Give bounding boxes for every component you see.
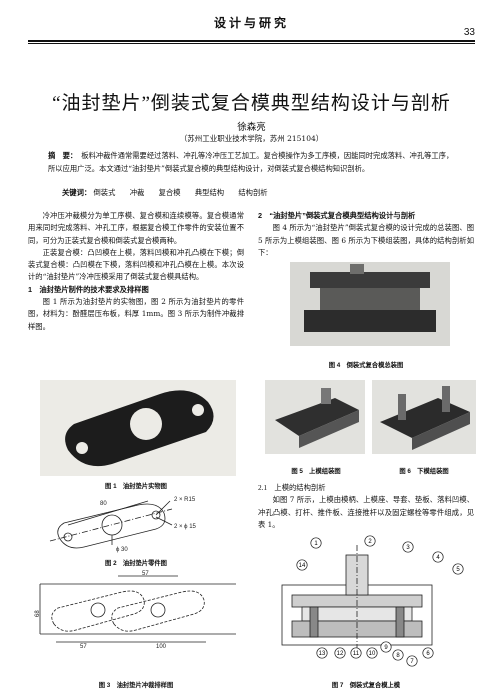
dimension-label: 2 × R15 bbox=[174, 497, 196, 503]
author-affiliation: （苏州工业职业技术学院，苏州 215104） bbox=[179, 134, 324, 143]
figure-6-lower-die bbox=[372, 380, 476, 454]
figure-2-part-drawing: 80 2 × R15 2 × ϕ 15 ϕ 30 bbox=[40, 495, 236, 555]
article-title: “油封垫片”倒装式复合模典型结构设计与剖析 bbox=[52, 93, 451, 114]
left-column: 冷冲压冲裁模分为单工序模、复合模和连续模等。复合模通常用来同时完成落料、冲孔工序… bbox=[28, 210, 244, 333]
section-heading: 1 油封垫片制件的技术要求及排样图 bbox=[28, 284, 149, 294]
callout-circle bbox=[452, 563, 464, 575]
callout-number: 7 bbox=[410, 659, 414, 665]
dimension-label: ϕ 30 bbox=[116, 547, 128, 553]
header-rule-thin bbox=[28, 43, 475, 44]
callout-circle bbox=[316, 647, 328, 659]
callout-circle bbox=[334, 647, 346, 659]
callout-number: 5 bbox=[456, 567, 460, 573]
callout-number: 11 bbox=[353, 651, 360, 657]
keyword: 典型结构 bbox=[194, 188, 225, 197]
callout-number: 1 bbox=[314, 541, 318, 547]
callout-number: 13 bbox=[319, 651, 326, 657]
section-heading: 2 “油封垫片”倒装式复合模典型结构设计与剖析 bbox=[258, 211, 416, 220]
callout-number: 2 bbox=[368, 539, 372, 545]
right-column: 2 “油封垫片”倒装式复合模典型结构设计与剖析 图 4 所示为“油封垫片”倒装式… bbox=[258, 210, 474, 259]
figure-5-upper-die bbox=[265, 380, 365, 454]
keyword: 结构剖析 bbox=[238, 188, 268, 197]
paragraph: 图 4 所示为“油封垫片”倒装式复合模的设计完成的总装图、图 5 所示为上模组装… bbox=[258, 223, 474, 257]
keywords-label: 关键词： bbox=[62, 188, 92, 197]
paragraph: 如图 7 所示，上模由模柄、上模座、导套、垫板、落料凹模、冲孔凸模、打杆、推件板… bbox=[258, 495, 474, 529]
figure-3-caption: 图 3 油封垫片冲裁排样图 bbox=[98, 682, 174, 689]
keyword: 倒装式 bbox=[93, 188, 116, 197]
callout-number: 10 bbox=[369, 651, 376, 657]
figure-1-caption: 图 1 油封垫片实物图 bbox=[105, 483, 167, 490]
header-rule bbox=[28, 40, 475, 42]
right-column-continued: 2.1 上模的结构剖析 如图 7 所示，上模由模柄、上模座、导套、垫板、落料凹模… bbox=[258, 482, 474, 531]
author-name: 徐森亮 bbox=[237, 122, 266, 133]
figure-3-strip-layout: 57 68 57 100 bbox=[35, 571, 240, 650]
dimension-label: 2 × ϕ 15 bbox=[174, 524, 197, 530]
callout-number: 4 bbox=[436, 555, 440, 561]
journal-section-title: 设计与研究 bbox=[213, 16, 289, 30]
keyword: 冲裁 bbox=[129, 188, 145, 197]
abstract-text: 板料冲裁件通常需要经过落料、冲孔等冷冲压工艺加工。复合模操作为多工序模，因能同时… bbox=[48, 151, 454, 173]
dimension-label: 57 bbox=[80, 644, 87, 650]
paragraph: 图 1 所示为油封垫片的实物图，图 2 所示为油封垫片的零件图，材料为：酚醛层压… bbox=[28, 297, 244, 331]
paragraph: 冷冲压冲裁模分为单工序模、复合模和连续模等。复合模通常用来同时完成落料、冲孔工序… bbox=[28, 211, 244, 245]
abstract-label: 摘 要： bbox=[48, 151, 78, 160]
figure-6-caption: 图 6 下模组装图 bbox=[399, 468, 449, 475]
callout-number: 12 bbox=[337, 651, 344, 657]
dimension-label: 68 bbox=[35, 610, 41, 617]
figure-4-assembly bbox=[290, 262, 450, 346]
callout-number: 9 bbox=[384, 645, 388, 651]
callout-circle bbox=[366, 647, 378, 659]
figure-2-caption: 图 2 油封垫片零件图 bbox=[105, 560, 167, 567]
figure-4-caption: 图 4 倒装式复合模总装图 bbox=[328, 362, 404, 369]
figure-7-caption: 图 7 倒装式复合模上模 bbox=[331, 682, 401, 689]
subsection-heading: 2.1 上模的结构剖析 bbox=[258, 483, 326, 492]
callout-number: 8 bbox=[396, 653, 400, 659]
figure-5-caption: 图 5 上模组装图 bbox=[291, 468, 341, 475]
callout-circle bbox=[392, 649, 404, 661]
callout-circle bbox=[406, 655, 418, 667]
callout-circle bbox=[432, 551, 444, 563]
dimension-label: 57 bbox=[142, 571, 149, 577]
callout-circle bbox=[310, 537, 322, 549]
page-number: 33 bbox=[463, 27, 475, 38]
callout-circle bbox=[402, 541, 414, 553]
dimension-label: 100 bbox=[156, 644, 167, 650]
keyword: 复合模 bbox=[158, 188, 181, 197]
callout-number: 3 bbox=[406, 545, 410, 551]
abstract: 摘 要：板料冲裁件通常需要经过落料、冲孔等冷冲压工艺加工。复合模操作为多工序模，… bbox=[48, 150, 456, 175]
figure-1-photo bbox=[40, 380, 236, 476]
callout-number: 6 bbox=[426, 651, 430, 657]
callout-circle bbox=[380, 641, 392, 653]
paragraph: 正装复合模：凸凹模在上模，落料凹模和冲孔凸模在下模；倒装式复合模：凸凹模在下模，… bbox=[28, 247, 244, 282]
callout-circle bbox=[296, 559, 308, 571]
callout-number: 14 bbox=[299, 563, 306, 569]
keywords: 关键词： 倒装式 冲裁 复合模 典型结构 结构剖析 bbox=[62, 188, 462, 198]
callout-circle bbox=[422, 647, 434, 659]
callout-circle bbox=[350, 647, 362, 659]
callout-circle bbox=[364, 535, 376, 547]
dimension-label: 80 bbox=[100, 501, 107, 507]
